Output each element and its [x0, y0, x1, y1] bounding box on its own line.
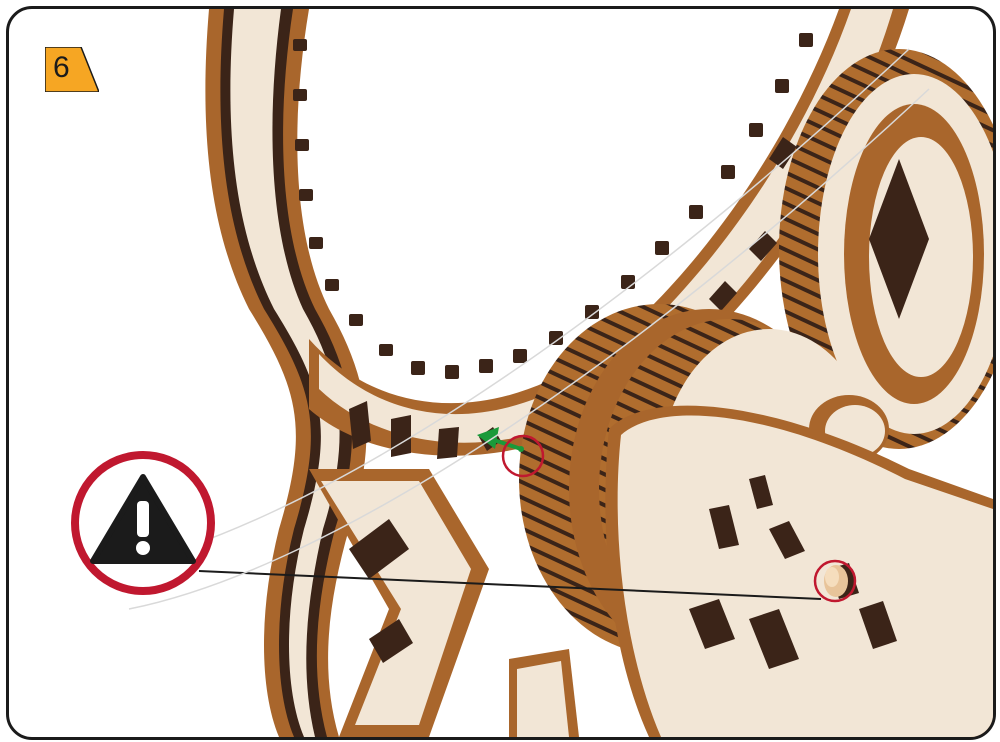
assembly-illustration: [9, 9, 993, 737]
lever-plate: [605, 406, 993, 737]
warning-callout: [69, 449, 217, 597]
step-number: 6: [53, 50, 70, 86]
step-badge: 6: [45, 47, 99, 92]
instruction-panel: 6: [6, 6, 996, 740]
warning-triangle-icon: [69, 449, 217, 597]
